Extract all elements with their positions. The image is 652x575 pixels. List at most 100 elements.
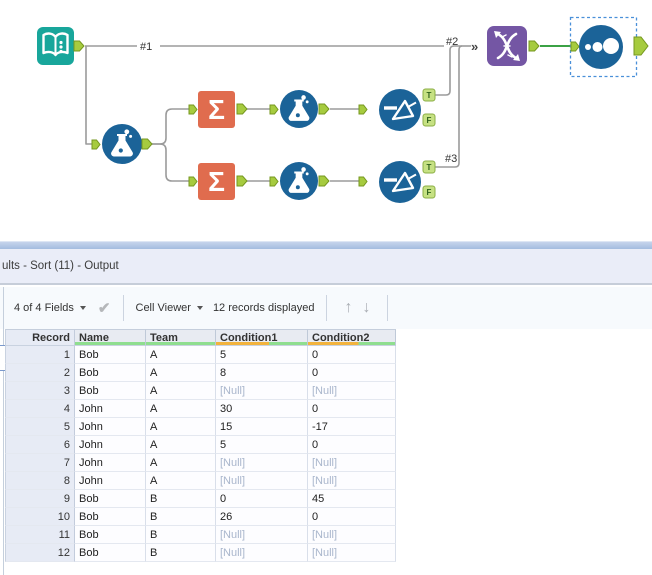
table-cell[interactable]: 0 bbox=[216, 490, 308, 508]
table-cell[interactable]: 26 bbox=[216, 508, 308, 526]
table-cell[interactable]: 0 bbox=[308, 436, 396, 454]
table-cell[interactable]: 8 bbox=[5, 472, 75, 490]
table-cell[interactable]: 6 bbox=[5, 436, 75, 454]
table-cell[interactable]: John bbox=[75, 418, 146, 436]
input-anchor[interactable] bbox=[358, 104, 368, 115]
column-header-condition1[interactable]: Condition1 bbox=[216, 329, 308, 346]
true-anchor[interactable]: T bbox=[422, 160, 436, 174]
tool-union[interactable] bbox=[487, 26, 540, 66]
table-cell[interactable]: John bbox=[75, 472, 146, 490]
table-cell[interactable]: Bob bbox=[75, 508, 146, 526]
table-cell[interactable]: Bob bbox=[75, 544, 146, 562]
table-cell[interactable]: 45 bbox=[308, 490, 396, 508]
table-cell[interactable]: Bob bbox=[75, 490, 146, 508]
table-cell[interactable]: [Null] bbox=[308, 472, 396, 490]
tool-browse[interactable] bbox=[569, 16, 649, 78]
cell-viewer-dropdown[interactable]: Cell Viewer bbox=[136, 302, 203, 314]
table-cell[interactable]: 5 bbox=[216, 346, 308, 364]
table-cell[interactable]: [Null] bbox=[216, 382, 308, 400]
table-cell[interactable]: 2 bbox=[5, 364, 75, 382]
table-cell[interactable]: A bbox=[146, 436, 216, 454]
table-cell[interactable]: Bob bbox=[75, 526, 146, 544]
column-header-team[interactable]: Team bbox=[146, 329, 216, 346]
table-cell[interactable]: 9 bbox=[5, 490, 75, 508]
table-cell[interactable]: John bbox=[75, 454, 146, 472]
input-anchor[interactable] bbox=[188, 104, 198, 115]
table-cell[interactable]: 7 bbox=[5, 454, 75, 472]
table-cell[interactable]: 30 bbox=[216, 400, 308, 418]
column-header-condition2[interactable]: Condition2 bbox=[308, 329, 396, 346]
tool-formula-2[interactable] bbox=[269, 90, 330, 128]
table-cell[interactable]: Bob bbox=[75, 346, 146, 364]
table-cell[interactable]: 0 bbox=[308, 508, 396, 526]
table-cell[interactable]: John bbox=[75, 436, 146, 454]
table-cell[interactable]: [Null] bbox=[308, 544, 396, 562]
table-cell[interactable]: B bbox=[146, 526, 216, 544]
table-cell[interactable]: John bbox=[75, 400, 146, 418]
false-anchor[interactable]: F bbox=[422, 113, 436, 127]
output-anchor[interactable] bbox=[633, 36, 649, 56]
table-cell[interactable]: A bbox=[146, 382, 216, 400]
table-cell[interactable]: 5 bbox=[5, 418, 75, 436]
table-cell[interactable]: [Null] bbox=[216, 544, 308, 562]
output-anchor[interactable] bbox=[528, 40, 540, 52]
true-anchor[interactable]: T bbox=[422, 88, 436, 102]
table-cell[interactable]: A bbox=[146, 454, 216, 472]
table-cell[interactable]: A bbox=[146, 472, 216, 490]
tool-input-data[interactable] bbox=[37, 27, 85, 65]
column-header-name[interactable]: Name bbox=[75, 329, 146, 346]
column-header-record[interactable]: Record bbox=[5, 329, 75, 346]
table-cell[interactable]: 0 bbox=[308, 400, 396, 418]
table-cell[interactable]: 4 bbox=[5, 400, 75, 418]
output-anchor[interactable] bbox=[141, 138, 153, 150]
output-anchor[interactable] bbox=[318, 103, 330, 115]
connection-input-formula[interactable] bbox=[85, 46, 92, 145]
table-cell[interactable]: B bbox=[146, 544, 216, 562]
input-anchor[interactable] bbox=[358, 176, 368, 187]
next-record-button[interactable]: ↓ bbox=[362, 299, 371, 316]
table-cell[interactable]: [Null] bbox=[216, 472, 308, 490]
table-cell[interactable]: 15 bbox=[216, 418, 308, 436]
tool-formula-1[interactable] bbox=[91, 124, 153, 164]
table-cell[interactable]: Bob bbox=[75, 382, 146, 400]
table-cell[interactable]: A bbox=[146, 400, 216, 418]
input-anchor[interactable] bbox=[91, 139, 101, 150]
table-cell[interactable]: [Null] bbox=[216, 454, 308, 472]
tool-filter-2[interactable]: T F bbox=[358, 160, 436, 203]
table-cell[interactable]: Bob bbox=[75, 364, 146, 382]
tool-filter-1[interactable]: T F bbox=[358, 88, 436, 131]
table-cell[interactable]: [Null] bbox=[308, 382, 396, 400]
table-cell[interactable]: 0 bbox=[308, 346, 396, 364]
tool-summarize-1[interactable]: Σ bbox=[188, 91, 248, 128]
table-cell[interactable]: 0 bbox=[308, 364, 396, 382]
table-cell[interactable]: 8 bbox=[216, 364, 308, 382]
tool-formula-3[interactable] bbox=[269, 162, 330, 200]
input-anchor[interactable] bbox=[188, 176, 198, 187]
table-cell[interactable]: B bbox=[146, 508, 216, 526]
table-cell[interactable]: -17 bbox=[308, 418, 396, 436]
table-cell[interactable]: A bbox=[146, 346, 216, 364]
table-cell[interactable]: [Null] bbox=[308, 526, 396, 544]
previous-record-button[interactable]: ↑ bbox=[344, 299, 353, 316]
connection-formula-summarize-bottom[interactable] bbox=[152, 143, 189, 182]
connection-3[interactable] bbox=[435, 45, 463, 168]
input-anchor[interactable] bbox=[570, 41, 580, 52]
apply-check-icon[interactable]: ✔ bbox=[97, 300, 111, 317]
input-anchor[interactable] bbox=[269, 176, 279, 187]
panel-splitter[interactable] bbox=[0, 241, 652, 249]
fields-dropdown[interactable]: 4 of 4 Fields bbox=[14, 302, 86, 314]
output-anchor[interactable] bbox=[236, 103, 248, 115]
connection-2[interactable] bbox=[435, 45, 461, 96]
output-anchor[interactable] bbox=[236, 175, 248, 187]
table-cell[interactable]: 10 bbox=[5, 508, 75, 526]
table-cell[interactable]: [Null] bbox=[308, 454, 396, 472]
table-cell[interactable]: B bbox=[146, 490, 216, 508]
input-anchor[interactable] bbox=[269, 104, 279, 115]
table-cell[interactable]: A bbox=[146, 364, 216, 382]
table-cell[interactable]: 12 bbox=[5, 544, 75, 562]
table-cell[interactable]: 1 bbox=[5, 346, 75, 364]
output-anchor[interactable] bbox=[73, 40, 85, 52]
false-anchor[interactable]: F bbox=[422, 185, 436, 199]
connection-formula-summarize-top[interactable] bbox=[152, 108, 189, 145]
table-cell[interactable]: 3 bbox=[5, 382, 75, 400]
